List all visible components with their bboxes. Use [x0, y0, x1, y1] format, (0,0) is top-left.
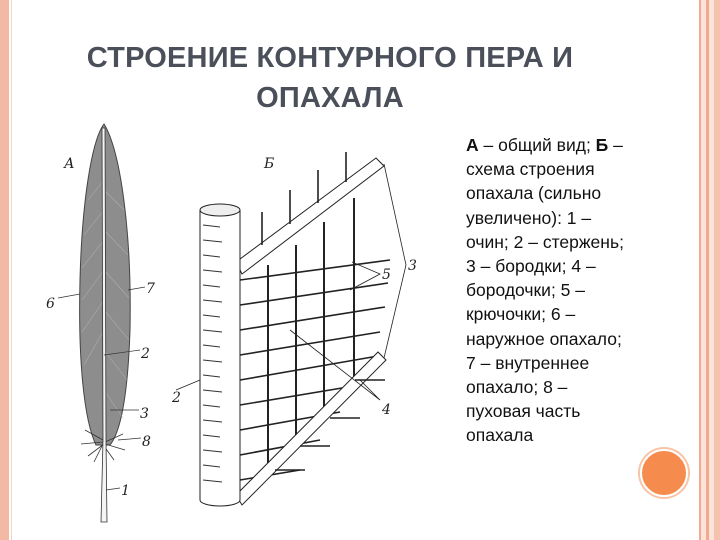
title-line-2: ОПАХАЛА [256, 82, 404, 114]
label-b-4: 4 [381, 402, 391, 418]
caption-line: наружное опахало; [466, 328, 622, 349]
label-panel-b: Б [263, 156, 274, 172]
label-a-7: 7 [146, 281, 155, 297]
caption-line: увеличено): 1 – [466, 207, 592, 228]
caption-line: очин; 2 – стержень; [466, 231, 624, 252]
label-a-1: 1 [121, 483, 130, 499]
decorative-orange-circle [640, 449, 688, 497]
label-a-8: 8 [142, 434, 151, 450]
feather-whole-view [79, 123, 131, 523]
caption-b-text: – [608, 135, 623, 155]
slide-border-left [0, 0, 9, 540]
caption-b-letter: Б [595, 135, 609, 155]
label-a-3: 3 [140, 406, 149, 422]
caption-a-letter: А [466, 135, 479, 155]
figure-caption: А – общий вид; Б – схема строения опахал… [466, 133, 696, 448]
label-b-5: 5 [382, 267, 391, 283]
caption-line: 7 – внутреннее [466, 352, 590, 373]
label-a-6: 6 [46, 296, 55, 312]
caption-line: опахала (сильно [466, 183, 602, 204]
caption-line: пуховая часть [466, 401, 581, 422]
label-b-3: 3 [408, 258, 417, 274]
caption-line: бородочки; 5 – [466, 280, 585, 301]
label-a-2: 2 [140, 346, 150, 362]
caption-line: схема строения [466, 159, 595, 180]
caption-line: крючочки; 6 – [466, 304, 576, 325]
caption-line-0: А – общий вид; Б – [466, 133, 696, 157]
title-line-1: СТРОЕНИЕ КОНТУРНОГО ПЕРА И [86, 42, 574, 74]
label-b-2: 2 [171, 390, 181, 406]
caption-line: опахало; 8 – [466, 377, 568, 398]
caption-a-text: – общий вид; [478, 135, 596, 155]
vane-scheme [175, 152, 407, 507]
slide-title: СТРОЕНИЕ КОНТУРНОГО ПЕРА И ОПАХАЛА [30, 38, 630, 118]
caption-line: опахала [466, 425, 534, 446]
caption-line: 3 – бородки; 4 – [466, 256, 596, 277]
slide-border-left-line [11, 0, 12, 540]
label-panel-a: А [63, 156, 75, 172]
slide-border-right [699, 0, 720, 540]
